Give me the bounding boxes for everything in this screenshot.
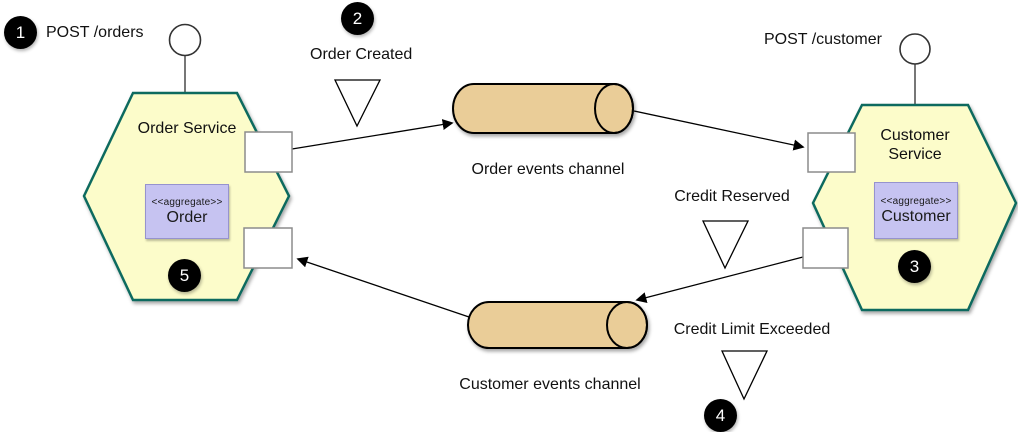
order-aggregate-stereotype: <<aggregate>> [151,196,223,208]
credit-limit-exceeded-message-icon [720,350,769,401]
customer-lollipop-interface-icon [899,33,931,65]
customer-aggregate-name: Customer [881,207,951,225]
customer-events-channel-label: Customer events channel [459,376,641,393]
customer-events-channel-rim [606,301,648,349]
order-events-channel-cylinder [452,83,634,134]
credit-limit-exceeded-label: Credit Limit Exceeded [673,321,831,338]
order-created-message-icon [333,79,382,128]
step-badge-1: 1 [4,16,37,49]
customer-events-channel-cylinder [467,301,648,349]
post-customer-label: POST /customer [764,31,882,48]
customer-service-outbound-port [802,227,849,269]
order-created-label: Order Created [310,46,413,63]
credit-reserved-label: Credit Reserved [674,188,790,205]
arrow-order-to-order-channel [291,119,454,150]
arrow-order-channel-to-customer [633,110,805,151]
order-service-name: Order Service [137,120,237,137]
order-service-inbound-port [243,227,293,269]
step-badge-2: 2 [341,2,374,35]
step-badge-5: 5 [168,259,201,292]
order-aggregate-name: Order [166,208,208,226]
order-lollipop-interface-icon [168,23,202,57]
arrow-customer-channel-to-order [296,256,470,318]
order-events-channel-rim [594,83,634,134]
arrow-customer-to-customer-channel [635,256,804,303]
customer-service-inbound-port [807,132,856,173]
step-badge-3: 3 [898,250,931,283]
order-service-outbound-port [244,131,293,173]
credit-reserved-message-icon [701,220,750,270]
step-badge-4: 4 [704,399,737,432]
customer-service-name: Customer Service [880,127,950,163]
customer-aggregate-stereotype: <<aggregate>> [880,195,952,207]
order-events-channel-label: Order events channel [471,161,625,178]
post-orders-label: POST /orders [46,24,144,41]
customer-aggregate-box: <<aggregate>> Customer [874,182,958,239]
order-aggregate-box: <<aggregate>> Order [145,184,229,239]
